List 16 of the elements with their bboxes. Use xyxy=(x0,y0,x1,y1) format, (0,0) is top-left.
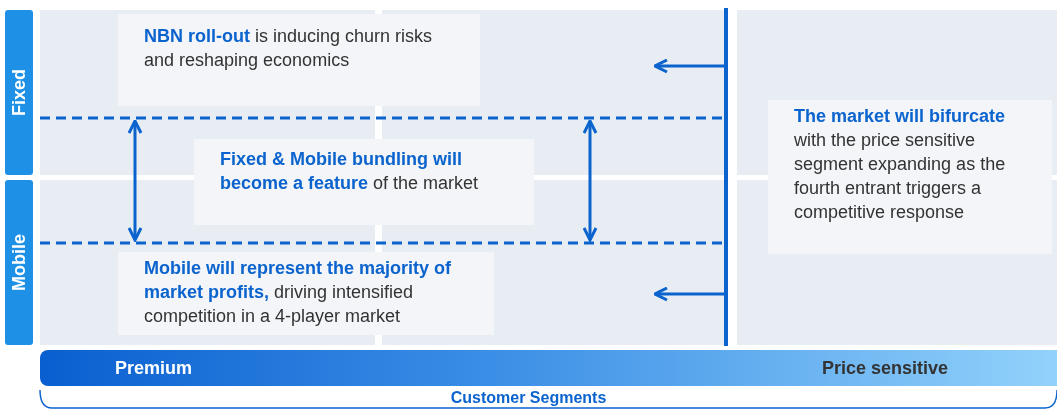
segment-label: Price sensitive xyxy=(822,358,949,379)
row-tab: Fixed xyxy=(5,10,33,175)
arrow xyxy=(653,286,724,302)
statement-card: NBN roll-out is inducing churn risks and reshaping economics xyxy=(118,14,480,106)
double-arrow xyxy=(582,119,598,242)
statement-card: The market will bifurcate with the price sensitive segment expanding as the fourth entrant triggers a competitive response xyxy=(768,100,1052,254)
segment-label: Premium xyxy=(115,358,193,379)
arrow xyxy=(653,58,724,74)
dashed-divider xyxy=(40,241,722,245)
segment-bar xyxy=(40,350,1057,386)
double-arrow xyxy=(127,119,143,242)
dashed-divider xyxy=(40,116,722,120)
statement-card: Fixed & Mobile bundling will become a feature of the market xyxy=(194,139,534,225)
divider-line xyxy=(724,8,728,346)
statement-card: Mobile will represent the majority of market profits, driving intensified competition in a 4-player market xyxy=(118,252,494,335)
row-tab: Mobile xyxy=(5,180,33,345)
